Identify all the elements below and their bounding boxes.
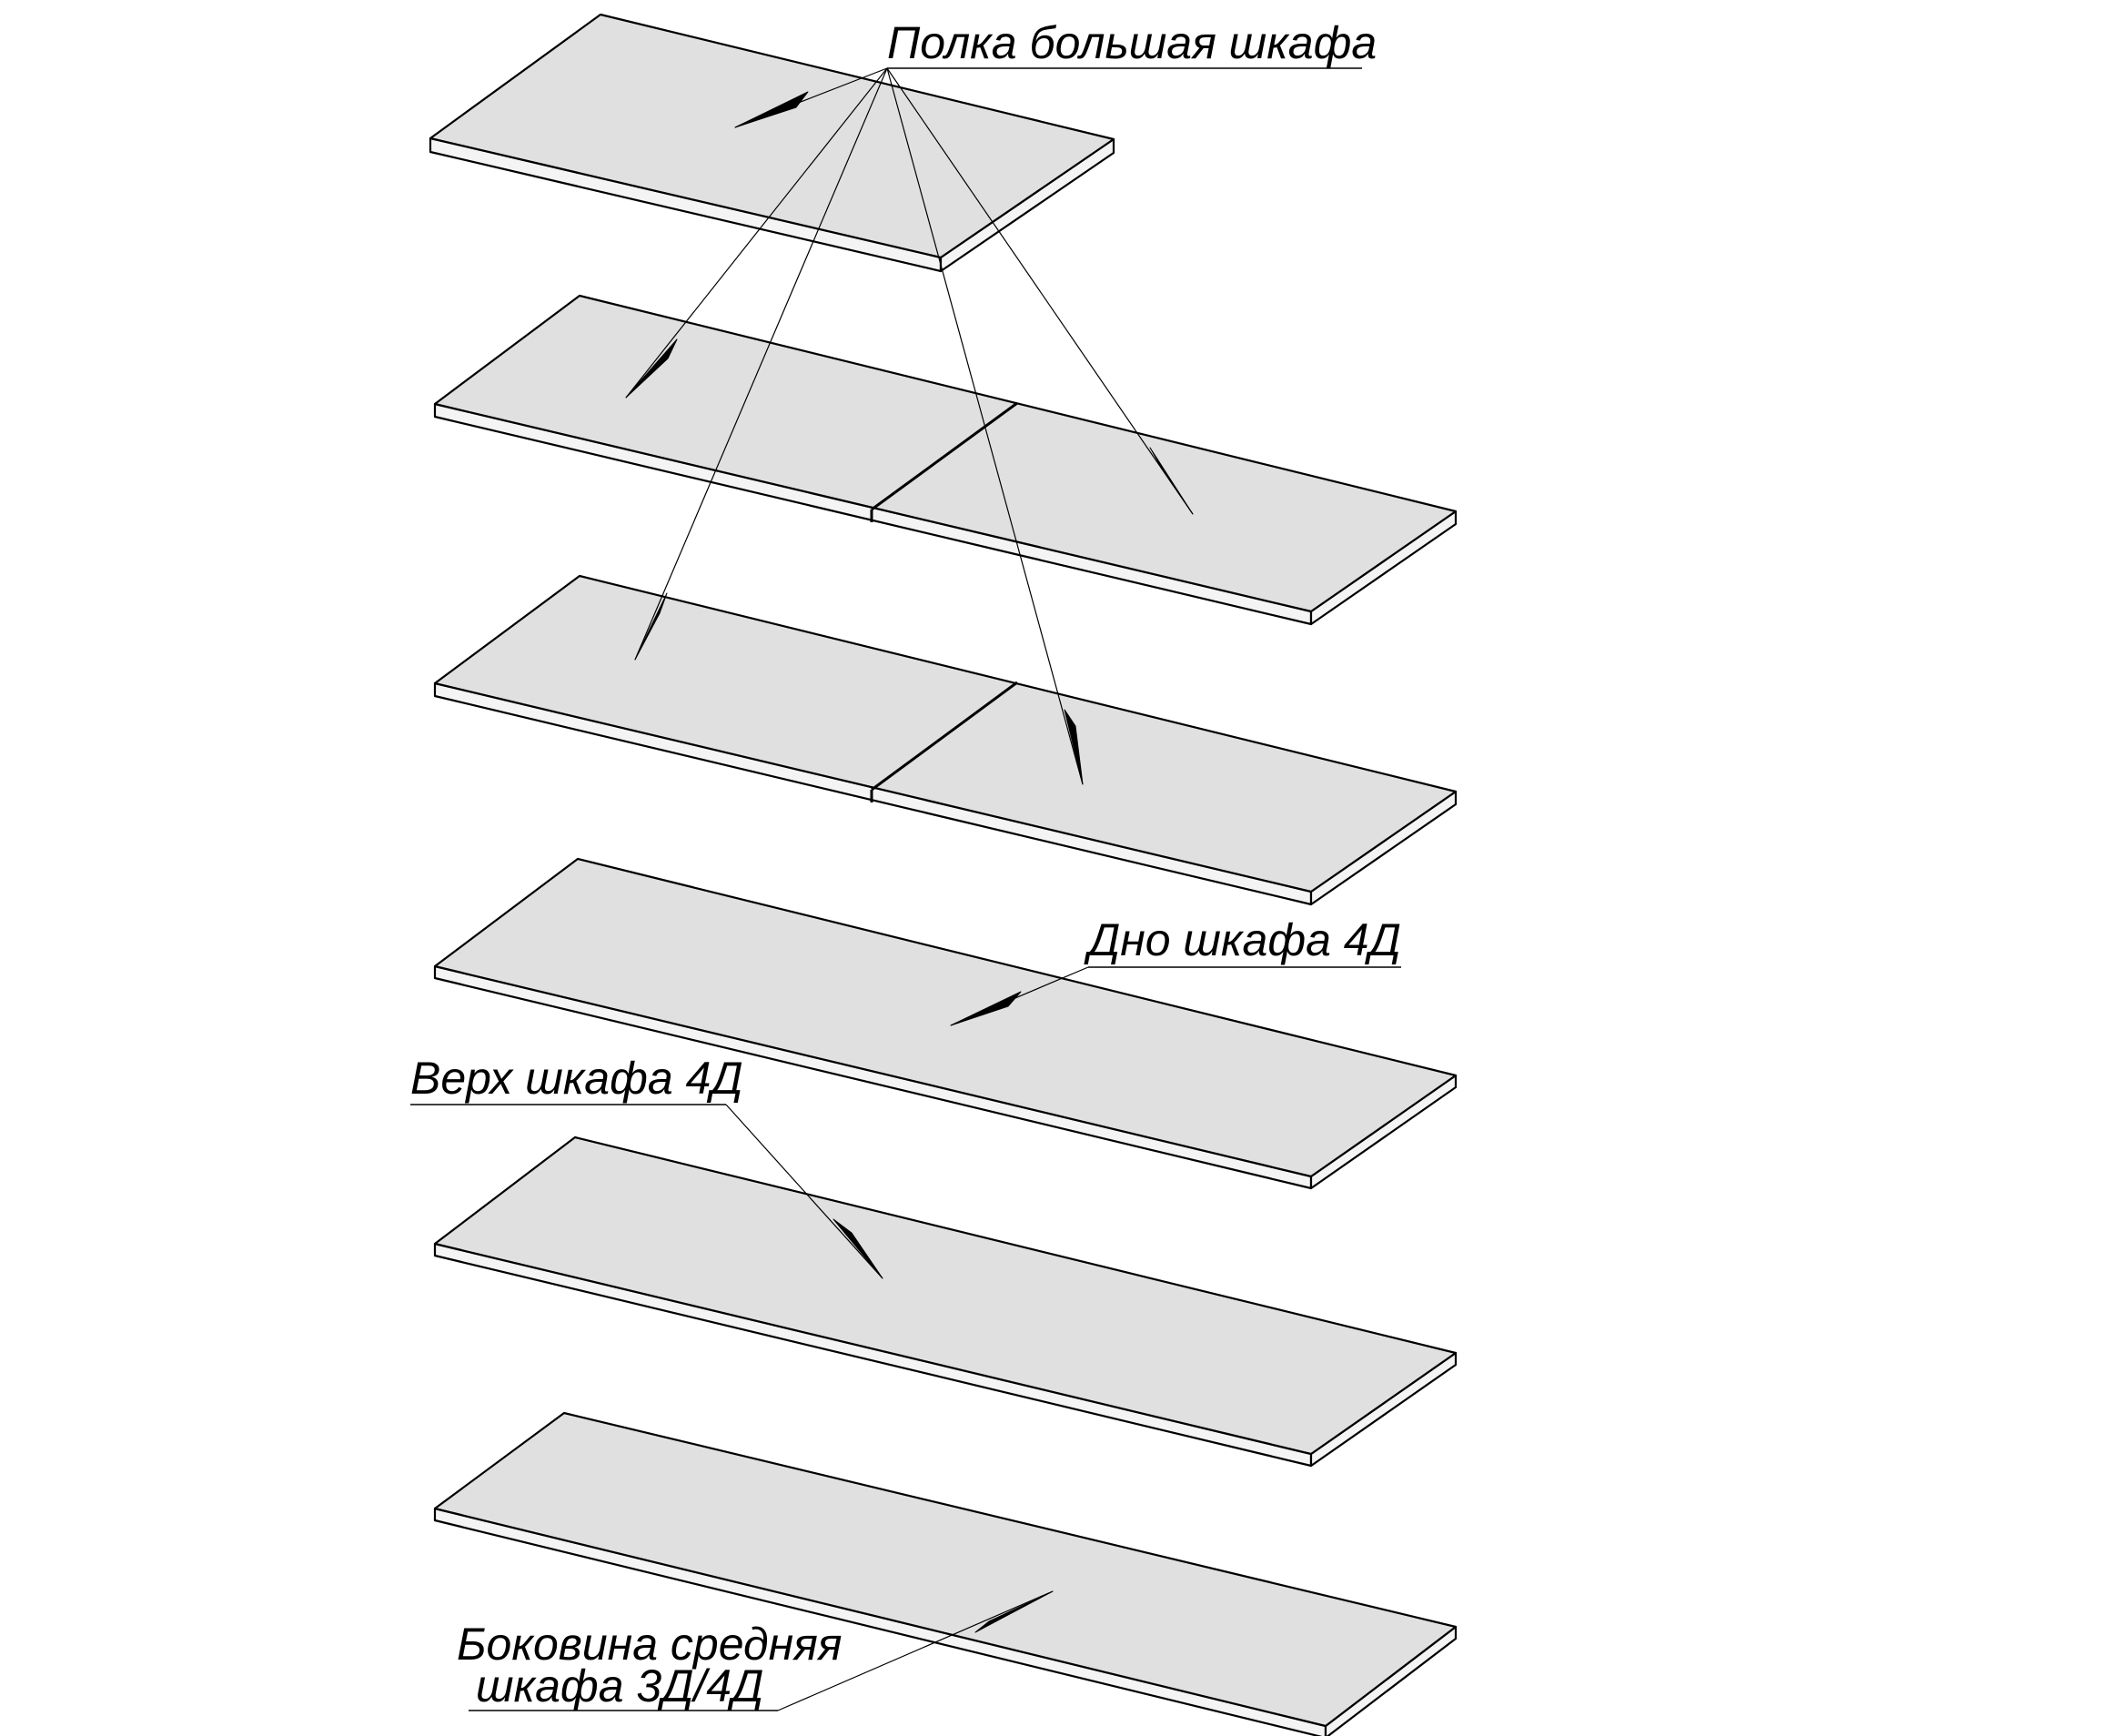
leader-line (886, 67, 1084, 785)
leader-top (410, 1104, 883, 1279)
leader-line (625, 67, 888, 399)
label-side-middle-line2: шкафа 3Д/4Д (476, 1660, 763, 1711)
leader-line (886, 67, 1194, 515)
leader-line (634, 67, 888, 661)
arrowhead (950, 991, 1022, 1026)
panel-bottom-4d (433, 857, 1458, 1190)
panel-face (433, 294, 1458, 613)
label-side-middle-line1: Боковина средняя (457, 1619, 843, 1670)
panel-shelf-large (429, 13, 1115, 273)
leader-side-middle (469, 1590, 1054, 1711)
arrowhead (1064, 709, 1084, 785)
panel-face (433, 1135, 1458, 1456)
panel-face (433, 857, 1458, 1178)
leader-line (777, 1590, 1054, 1711)
panel-side-middle (433, 1411, 1458, 1736)
panel-top-4d (433, 1135, 1458, 1468)
arrowhead (832, 1218, 883, 1279)
panel-seam (871, 401, 1018, 511)
panel-two-part-lower (433, 574, 1458, 906)
arrowhead (734, 91, 809, 128)
leader-bottom (950, 966, 1401, 1026)
arrowhead (974, 1590, 1054, 1633)
arrowhead (1149, 447, 1194, 515)
panel-face (433, 1411, 1458, 1728)
arrowhead (625, 338, 678, 399)
arrowhead (634, 592, 668, 661)
panel-two-part-upper (433, 294, 1458, 626)
leaders-shelf-large (625, 67, 1362, 785)
label-top: Верх шкафа 4Д (410, 1053, 743, 1104)
leader-line (725, 1104, 883, 1279)
label-shelf-large: Полка большая шкафа (887, 17, 1377, 68)
label-bottom: Дно шкафа 4Д (1084, 914, 1401, 965)
panel-seam (871, 681, 1018, 792)
panel-face (429, 13, 1115, 259)
